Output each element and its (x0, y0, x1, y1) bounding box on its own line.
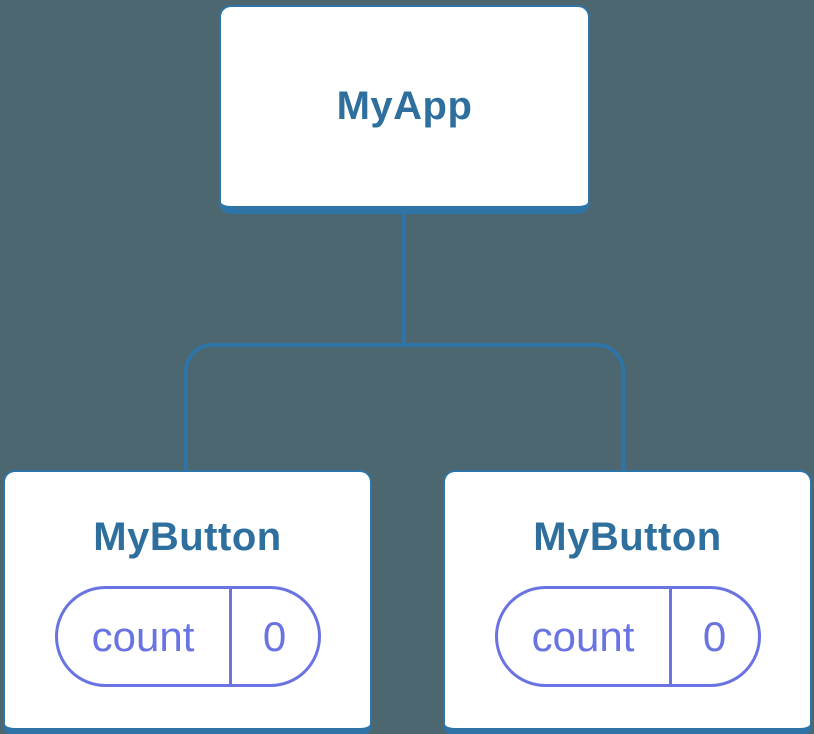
tree-node-mybutton-left: MyButton count 0 (3, 470, 372, 734)
node-label: MyButton (533, 515, 722, 559)
state-name: count (498, 589, 672, 684)
connector-root-stem (402, 214, 406, 344)
state-value: 0 (262, 612, 287, 660)
node-label: MyButton (93, 515, 282, 559)
node-label: MyApp (336, 84, 473, 128)
state-name: count (58, 589, 232, 684)
tree-node-mybutton-right: MyButton count 0 (443, 470, 812, 734)
connector-branch-bracket (184, 343, 625, 470)
state-badge: count 0 (494, 586, 761, 687)
state-badge: count 0 (54, 586, 321, 687)
state-value: 0 (702, 612, 727, 660)
tree-node-myapp: MyApp (219, 5, 590, 214)
